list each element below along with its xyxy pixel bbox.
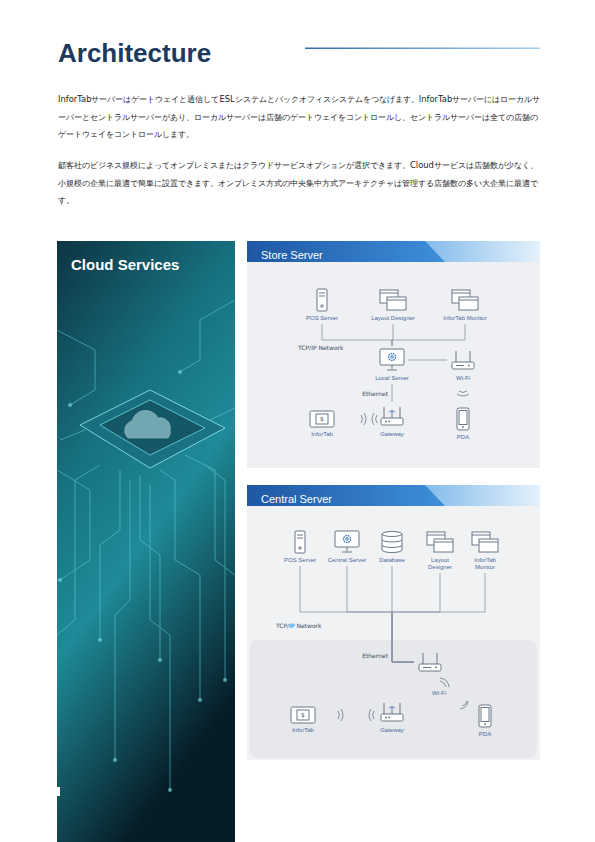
device-node: InforTab bbox=[283, 706, 323, 734]
device-label: InforTab bbox=[290, 431, 354, 438]
page-title: Architecture bbox=[58, 38, 211, 68]
currency-symbol: $ bbox=[317, 415, 327, 423]
device-node: POS Server bbox=[280, 530, 320, 564]
panel-heading: Store Server bbox=[261, 249, 323, 262]
device-node: Local Server bbox=[360, 348, 424, 382]
icon-holder bbox=[465, 704, 505, 728]
device-label: Wi-Fi bbox=[432, 690, 446, 697]
connector bbox=[392, 324, 465, 346]
panel-heading: Cloud Services bbox=[71, 256, 179, 273]
device-node: InforTab Monitor bbox=[433, 288, 497, 322]
icon-holder bbox=[410, 650, 450, 674]
panel: Cloud Services bbox=[57, 241, 235, 842]
server-icon bbox=[311, 288, 333, 312]
device-node: InforTab Monitor bbox=[465, 530, 505, 571]
connector bbox=[392, 573, 440, 662]
device-label: InforTab bbox=[283, 727, 323, 734]
window-icon bbox=[451, 288, 479, 312]
window-icon bbox=[379, 288, 407, 312]
body-paragraph: 顧客社のビジネス規模によってオンプレミスまたはクラウドサービスオプションが選択で… bbox=[58, 157, 542, 210]
device-label: Local Server bbox=[360, 375, 424, 382]
database-icon bbox=[379, 530, 405, 554]
device-label: Layout Designer bbox=[420, 557, 460, 571]
device-node: POS Server bbox=[290, 288, 354, 322]
device-label: POS Server bbox=[290, 315, 354, 322]
device-node: Layout Designer bbox=[420, 530, 460, 571]
icon-holder bbox=[361, 288, 425, 312]
device-node: Wi-Fi bbox=[410, 650, 450, 674]
device-label: InforTab Monitor bbox=[433, 315, 497, 322]
device-label: PDA bbox=[465, 731, 505, 738]
device-label: Wi-Fi bbox=[431, 375, 495, 382]
title-rule bbox=[305, 48, 540, 50]
connector bbox=[392, 384, 393, 402]
router-icon bbox=[450, 348, 476, 372]
device-node: Gateway bbox=[372, 700, 412, 734]
connector bbox=[392, 573, 485, 662]
device-node: Layout Designer bbox=[361, 288, 425, 322]
icon-holder bbox=[360, 348, 424, 372]
connector bbox=[392, 566, 414, 662]
network-label: TCP/IP Network bbox=[298, 344, 378, 351]
device-node: PDA bbox=[465, 704, 505, 738]
currency-symbol: $ bbox=[298, 711, 308, 719]
monitor-icon bbox=[334, 530, 360, 554]
icon-holder bbox=[372, 530, 412, 554]
window-icon bbox=[426, 530, 454, 554]
panel: Store ServerPOS ServerLayout DesignerInf… bbox=[247, 241, 540, 468]
icon-holder bbox=[372, 700, 412, 724]
device-label: Gateway bbox=[372, 727, 412, 734]
gateway-icon bbox=[379, 404, 405, 428]
icon-holder bbox=[327, 530, 367, 554]
icon-holder bbox=[420, 530, 460, 554]
device-node: Gateway bbox=[360, 404, 424, 438]
device-label: Central Server bbox=[327, 557, 367, 564]
connector bbox=[347, 566, 414, 662]
icon-holder bbox=[360, 404, 424, 428]
icon-holder bbox=[280, 530, 320, 554]
connector-label: Ethernet bbox=[362, 390, 388, 397]
icon-holder bbox=[433, 288, 497, 312]
device-label: InforTab Monitor bbox=[465, 557, 505, 571]
panel-heading: Central Server bbox=[261, 493, 332, 506]
network-label: Ethernet bbox=[348, 652, 388, 659]
server-icon bbox=[289, 530, 311, 554]
connector bbox=[322, 324, 392, 346]
connector bbox=[300, 566, 414, 662]
icon-holder bbox=[431, 407, 495, 431]
icon-holder bbox=[431, 348, 495, 372]
cloud-illustration bbox=[57, 241, 235, 842]
device-node: InforTab bbox=[290, 410, 354, 438]
device-node: Central Server bbox=[327, 530, 367, 564]
monitor-icon bbox=[379, 348, 405, 372]
network-label: TCP/IP Network bbox=[276, 622, 356, 629]
icon-holder bbox=[290, 288, 354, 312]
store-server-panel-art bbox=[247, 241, 540, 468]
device-label: Layout Designer bbox=[361, 315, 425, 322]
pda-icon bbox=[454, 407, 472, 431]
device-node: Database bbox=[372, 530, 412, 564]
device-node: PDA bbox=[431, 407, 495, 441]
device-label: POS Server bbox=[280, 557, 320, 564]
device-node: Wi-Fi bbox=[431, 348, 495, 382]
pda-icon bbox=[476, 704, 494, 728]
device-label: Gateway bbox=[360, 431, 424, 438]
connector bbox=[408, 360, 447, 361]
device-label: Database bbox=[372, 557, 412, 564]
gateway-icon bbox=[379, 700, 405, 724]
central-server-panel-art bbox=[247, 485, 540, 760]
icon-holder bbox=[465, 530, 505, 554]
body-paragraph: InforTabサーバーはゲートウェイと通信してESLシステムとバックオフィスシ… bbox=[58, 91, 542, 144]
device-label: PDA bbox=[431, 434, 495, 441]
router-icon bbox=[417, 650, 443, 674]
window-icon bbox=[471, 530, 499, 554]
wireless-signal bbox=[338, 391, 469, 721]
